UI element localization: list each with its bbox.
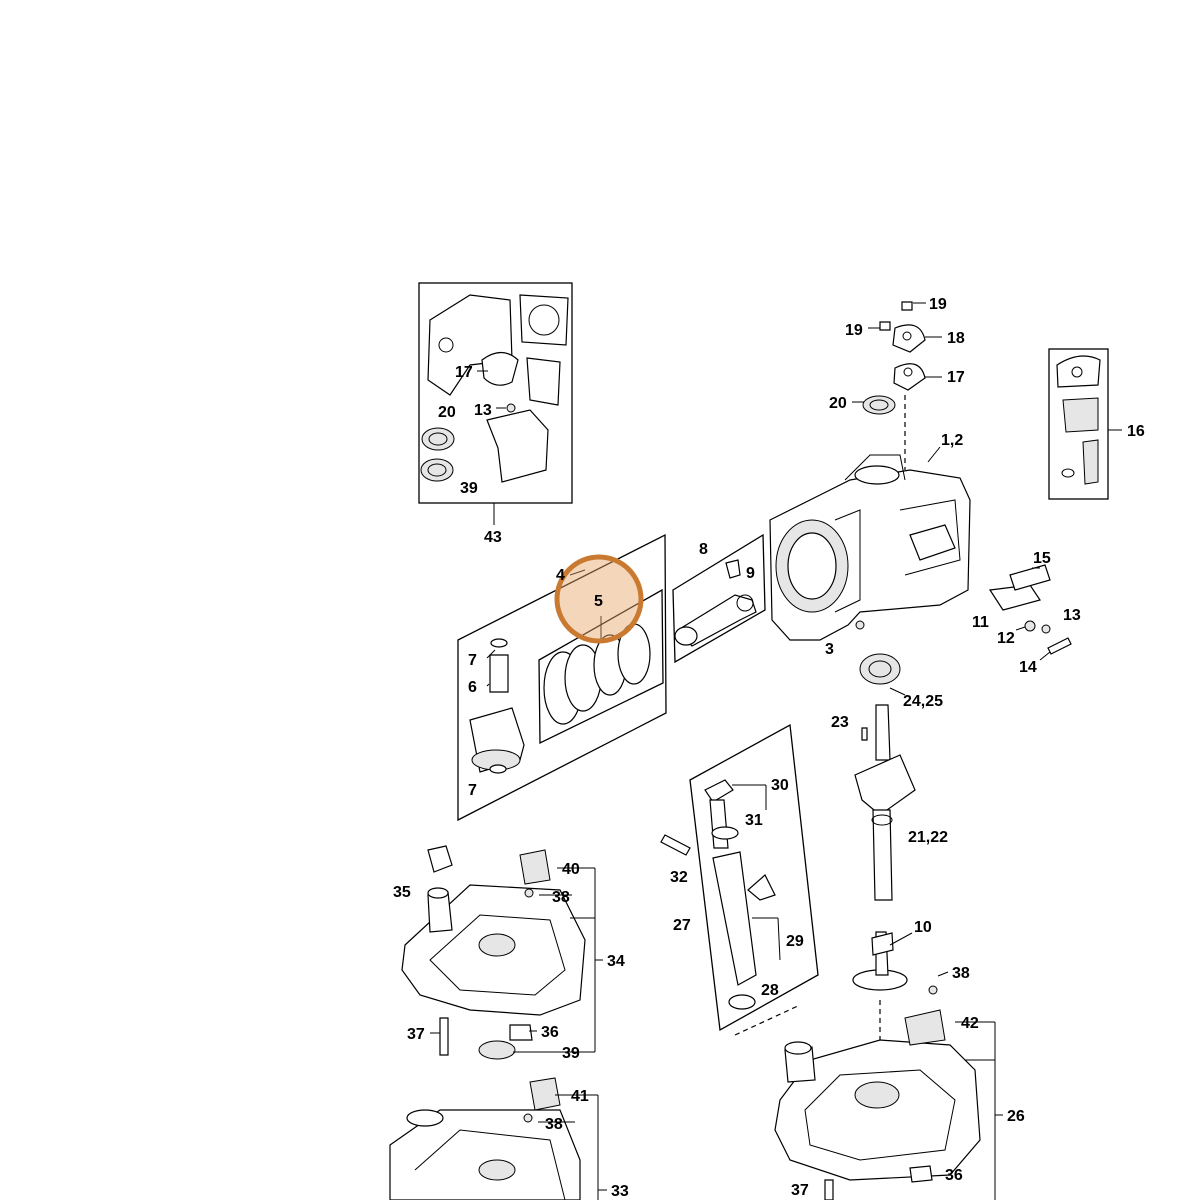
engine-block[interactable] — [769, 395, 971, 641]
oil-fill-assembly[interactable] — [660, 723, 819, 1036]
callout-11[interactable]: 11 — [972, 614, 989, 631]
callout-23[interactable]: 23 — [831, 714, 849, 731]
callout-8[interactable]: 8 — [699, 541, 708, 558]
callout-37b[interactable]: 37 — [791, 1182, 809, 1199]
callout-labels: 43 17 20 13 39 4 5 7 6 7 8 9 3 19 19 18 … — [393, 296, 1145, 1200]
callout-10[interactable]: 10 — [914, 919, 932, 936]
callout-20b[interactable]: 20 — [829, 395, 847, 412]
callout-33[interactable]: 33 — [611, 1183, 629, 1200]
callout-32[interactable]: 32 — [670, 869, 688, 886]
callout-40[interactable]: 40 — [562, 861, 580, 878]
callout-13b[interactable]: 13 — [1063, 607, 1081, 624]
callout-30[interactable]: 30 — [771, 777, 789, 794]
callout-24-25[interactable]: 24,25 — [903, 693, 943, 710]
callout-27[interactable]: 27 — [673, 917, 691, 934]
callout-13a[interactable]: 13 — [474, 402, 492, 419]
callout-39b[interactable]: 39 — [562, 1045, 580, 1062]
callout-12[interactable]: 12 — [997, 630, 1015, 647]
callout-34[interactable]: 34 — [607, 953, 625, 970]
breather-kit[interactable] — [1048, 348, 1122, 500]
callout-20a[interactable]: 20 — [438, 404, 456, 421]
callout-38a[interactable]: 38 — [552, 889, 570, 906]
callout-29[interactable]: 29 — [786, 933, 804, 950]
callout-14[interactable]: 14 — [1019, 659, 1037, 676]
gasket-kit[interactable] — [418, 282, 573, 525]
crankcase-cover-upper[interactable] — [401, 845, 603, 1060]
callout-41[interactable]: 41 — [571, 1088, 589, 1105]
callout-31[interactable]: 31 — [745, 812, 763, 829]
highlight-marker[interactable] — [554, 554, 644, 644]
callout-9[interactable]: 9 — [746, 565, 755, 582]
callout-28[interactable]: 28 — [761, 982, 779, 999]
crankcase-sump[interactable] — [774, 931, 1003, 1200]
callout-6[interactable]: 6 — [468, 679, 477, 696]
callout-1-2[interactable]: 1,2 — [941, 432, 963, 449]
callout-18[interactable]: 18 — [947, 330, 965, 347]
callout-17a[interactable]: 17 — [455, 364, 473, 381]
callout-43[interactable]: 43 — [484, 529, 502, 546]
callout-36b[interactable]: 36 — [945, 1167, 963, 1184]
callout-5[interactable]: 5 — [594, 593, 603, 610]
callout-38c[interactable]: 38 — [952, 965, 970, 982]
callout-3[interactable]: 3 — [825, 641, 834, 658]
callout-36a[interactable]: 36 — [541, 1024, 559, 1041]
breather-parts[interactable] — [852, 301, 942, 415]
callout-17b[interactable]: 17 — [947, 369, 965, 386]
callout-4[interactable]: 4 — [556, 567, 565, 584]
callout-15[interactable]: 15 — [1033, 550, 1051, 567]
callout-39a[interactable]: 39 — [460, 480, 478, 497]
crankshaft-assembly[interactable] — [854, 653, 916, 901]
connecting-rod-assembly[interactable] — [672, 533, 766, 664]
callout-7b[interactable]: 7 — [468, 782, 477, 799]
callout-37a[interactable]: 37 — [407, 1026, 425, 1043]
callout-42[interactable]: 42 — [961, 1015, 979, 1032]
callout-26[interactable]: 26 — [1007, 1108, 1025, 1125]
callout-19b[interactable]: 19 — [845, 322, 863, 339]
callout-7a[interactable]: 7 — [468, 652, 477, 669]
callout-19a[interactable]: 19 — [929, 296, 947, 313]
callout-21-22[interactable]: 21,22 — [908, 829, 948, 846]
callout-16[interactable]: 16 — [1127, 423, 1145, 440]
callout-38b[interactable]: 38 — [545, 1116, 563, 1133]
piston-assembly[interactable] — [457, 533, 667, 822]
callout-35[interactable]: 35 — [393, 884, 411, 901]
crankcase-cover-lower[interactable] — [389, 1077, 607, 1200]
governor-linkage[interactable] — [988, 564, 1072, 661]
